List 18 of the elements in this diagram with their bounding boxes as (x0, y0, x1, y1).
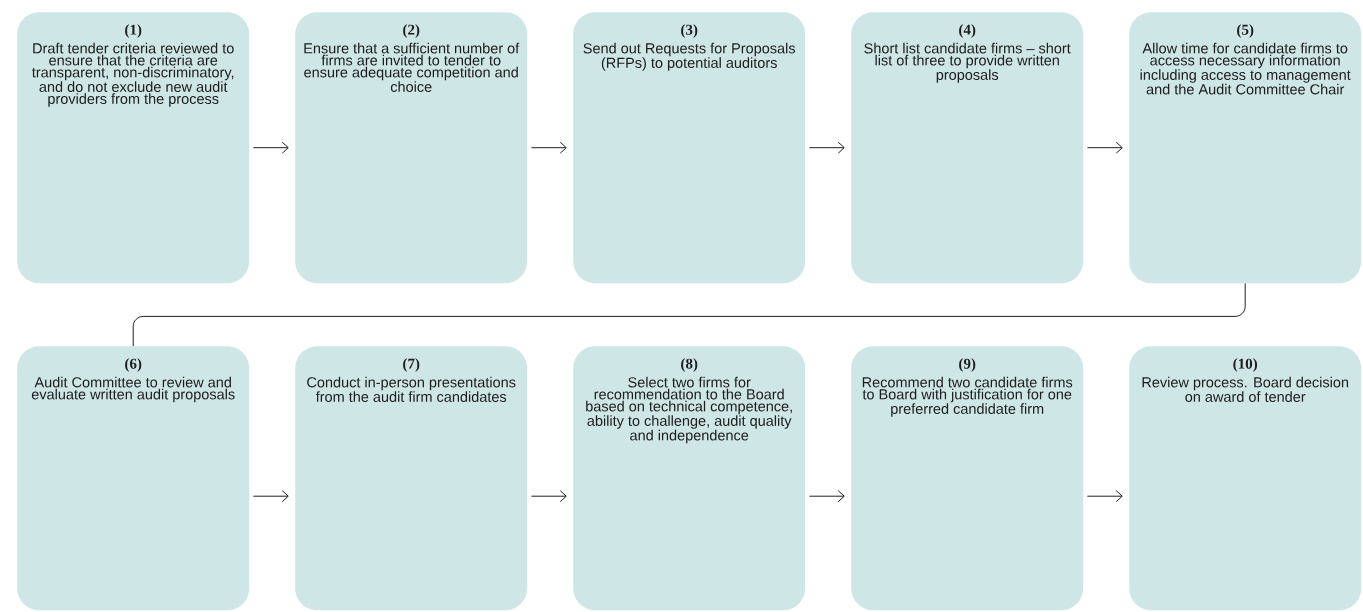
arrow (808, 490, 845, 503)
arrow (530, 490, 567, 503)
arrow (252, 141, 289, 154)
arrow (252, 490, 289, 503)
arrow (1086, 141, 1123, 154)
step-box: (4) Short list candidate firms – short list of three to provide written proposals (851, 12, 1084, 284)
step-box: (9) Recommend two candidate firms to Board with justification for one preferred candidate firm (851, 346, 1084, 611)
step-box: (10) Review process. Board decision on award of tender (1129, 346, 1362, 611)
step-box: (3) Send out Requests for Proposals (RFPs) to potential auditors (573, 12, 806, 284)
step-box: (1) Draft tender criteria reviewed to ensure that the criteria are transparent, non-discriminatory, and do not exclude new audit providers from the process (17, 12, 250, 284)
arrow (1086, 490, 1123, 503)
step-box: (7) Conduct in-person presentations from the audit firm candidates (295, 346, 528, 611)
step-box: (5) Allow time for candidate firms to access necessary information including access to management and the Audit Committee Chair (1129, 12, 1362, 284)
arrow (530, 141, 567, 154)
arrow (808, 141, 845, 154)
step-box: (2) Ensure that a sufficient number of firms are invited to tender to ensure adequate competition and choice (295, 12, 528, 284)
step-box: (8) Select two firms for recommendation to the Board based on technical competence, ability to challenge, audit quality and independence (573, 346, 806, 611)
step-box: (6) Audit Committee to review and evaluate written audit proposals (17, 346, 250, 611)
